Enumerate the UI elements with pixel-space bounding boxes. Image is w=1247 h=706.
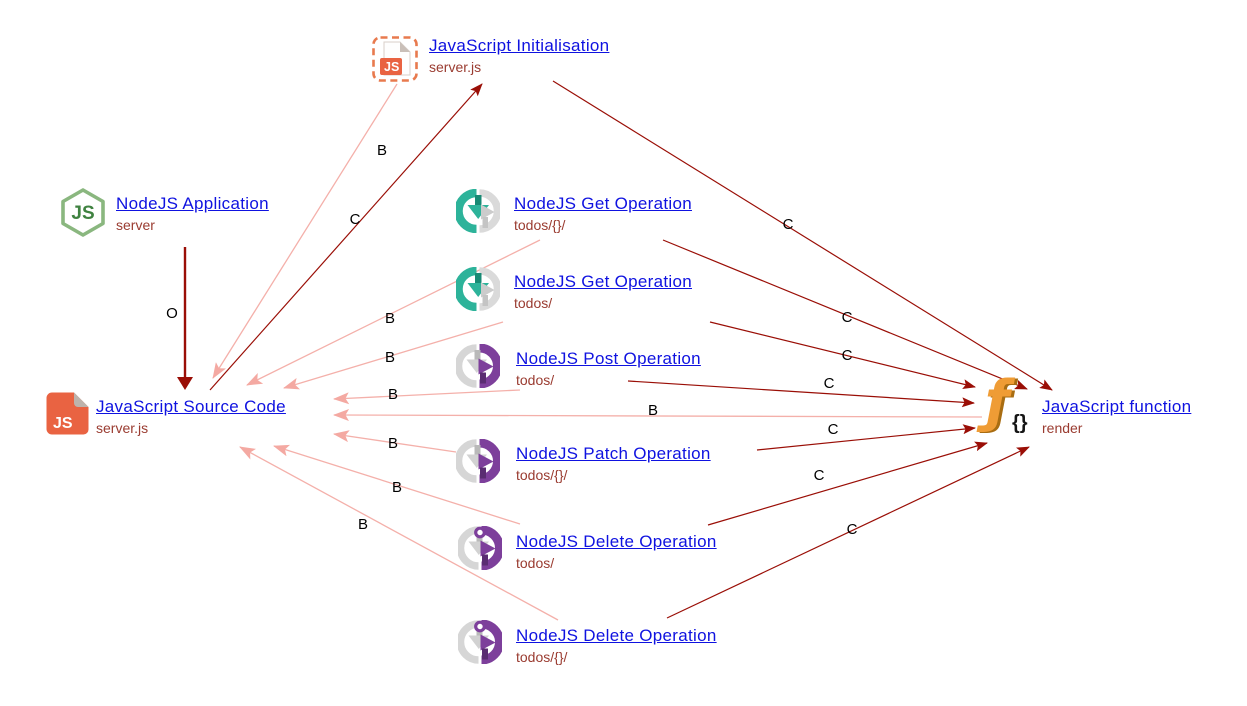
edge-get2-to-src [283,321,504,390]
delete-op-icon[interactable] [456,525,504,575]
node-subtitle-get-operation-1: todos/{}/ [514,217,566,233]
edge-get1-to-func [662,239,1028,390]
braces-glyph: {} [1012,412,1028,434]
svg-text:JS: JS [384,60,399,74]
edge-label-src-to-init: C [350,211,361,228]
node-title-link-delete-operation-2[interactable]: NodeJS Delete Operation [516,626,717,645]
node-js-function: JavaScript function render [1042,397,1191,438]
node-get-operation-1: NodeJS Get Operation todos/{}/ [514,194,692,235]
node-title-link-delete-operation-1[interactable]: NodeJS Delete Operation [516,532,717,551]
edge-label-post-to-func: C [824,375,835,392]
node-subtitle-patch-operation: todos/{}/ [516,467,568,483]
edge-label-del1-to-func: C [814,467,825,484]
node-title-link-get-operation-2[interactable]: NodeJS Get Operation [514,272,692,291]
node-title-link-get-operation-1[interactable]: NodeJS Get Operation [514,194,692,213]
node-delete-operation-1: NodeJS Delete Operation todos/ [516,532,717,573]
edge-label-patch-to-src: B [388,435,398,452]
modify-op-icon[interactable] [454,343,502,393]
node-get-operation-2: NodeJS Get Operation todos/ [514,272,692,313]
node-title-link-nodejs-application[interactable]: NodeJS Application [116,194,269,213]
delete-op-icon[interactable] [456,619,504,669]
edge-post-to-func [627,380,975,408]
edge-get1-to-src [246,239,541,386]
js-file-dashed-icon[interactable]: JS [372,36,418,87]
node-post-operation: NodeJS Post Operation todos/ [516,349,701,390]
edge-patch-to-src [333,430,457,453]
node-title-link-js-source-code[interactable]: JavaScript Source Code [96,397,286,416]
edge-patch-to-func [756,424,976,451]
edge-del1-to-func [707,441,988,526]
edge-label-get1-to-src: B [385,310,395,327]
node-subtitle-delete-operation-2: todos/{}/ [516,649,568,665]
node-subtitle-get-operation-2: todos/ [514,295,553,311]
edge-label-post-to-src: B [388,386,398,403]
edge-func-to-src [333,409,983,422]
edge-label-get2-to-func: C [842,347,853,364]
node-title-link-patch-operation[interactable]: NodeJS Patch Operation [516,444,711,463]
node-subtitle-post-operation: todos/ [516,372,555,388]
edge-label-func-to-src: B [648,402,658,419]
edge-label-app-to-src: O [166,305,178,322]
edge-get2-to-func [709,321,976,389]
get-op-icon[interactable] [454,266,502,316]
nodejs-hex-icon[interactable]: JS [59,187,107,242]
node-delete-operation-2: NodeJS Delete Operation todos/{}/ [516,626,717,667]
node-title-link-js-initialisation[interactable]: JavaScript Initialisation [429,36,610,55]
svg-text:JS: JS [53,415,73,432]
node-subtitle-js-source-code: server.js [96,420,149,436]
edge-label-get1-to-func: C [842,309,853,326]
edge-label-del1-to-src: B [392,479,402,496]
js-function-icon[interactable]: ƒ{} [981,369,1039,441]
node-js-initialisation: JavaScript Initialisation server.js [429,36,609,77]
node-patch-operation: NodeJS Patch Operation todos/{}/ [516,444,711,485]
node-subtitle-delete-operation-1: todos/ [516,555,555,571]
node-js-source-code: JavaScript Source Code server.js [96,397,286,438]
edge-label-patch-to-func: C [828,421,839,438]
edge-del2-to-func [666,446,1030,619]
edge-post-to-src [333,389,521,405]
svg-text:JS: JS [71,203,94,224]
node-nodejs-application: NodeJS Application server [116,194,269,235]
edge-label-init-to-src: B [377,142,387,159]
node-subtitle-nodejs-application: server [116,217,155,233]
edge-label-del2-to-func: C [847,521,858,538]
node-title-link-post-operation[interactable]: NodeJS Post Operation [516,349,701,368]
modify-op-icon[interactable] [454,438,502,488]
node-subtitle-js-function: render [1042,420,1083,436]
get-op-icon[interactable] [454,188,502,238]
node-title-link-js-function[interactable]: JavaScript function [1042,397,1192,416]
js-file-icon[interactable]: JS [45,391,90,441]
edge-del1-to-src [273,444,521,525]
node-subtitle-js-initialisation: server.js [429,59,482,75]
edge-del2-to-src [239,446,559,621]
function-f-glyph: ƒ [985,369,1010,434]
edge-init-to-func [552,80,1053,391]
edge-label-del2-to-src: B [358,516,368,533]
edge-label-get2-to-src: B [385,349,395,366]
edge-label-init-to-func: C [783,216,794,233]
edge-init-to-src [212,83,398,379]
edge-src-to-init [209,83,483,391]
